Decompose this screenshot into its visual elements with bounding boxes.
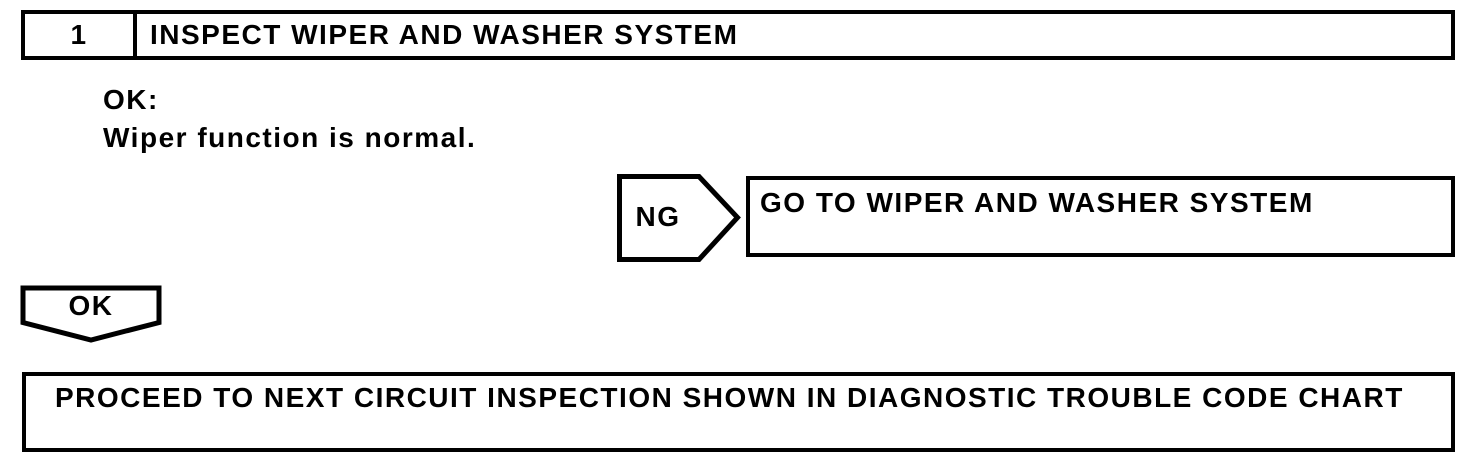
ok-connector-shape [20, 285, 162, 343]
ok-action-text: PROCEED TO NEXT CIRCUIT INSPECTION SHOWN… [55, 382, 1404, 413]
step-header: 1 INSPECT WIPER AND WASHER SYSTEM [21, 10, 1455, 60]
criteria-label: OK: [103, 84, 159, 115]
step-title-cell: INSPECT WIPER AND WASHER SYSTEM [137, 14, 1451, 56]
ok-action-box: PROCEED TO NEXT CIRCUIT INSPECTION SHOWN… [22, 372, 1455, 452]
ng-connector-shape [617, 174, 741, 262]
ok-connector-label: OK [68, 290, 114, 321]
step-title: INSPECT WIPER AND WASHER SYSTEM [150, 19, 739, 50]
criteria-description: Wiper function is normal. [103, 122, 477, 153]
step-number-cell: 1 [25, 14, 137, 56]
ok-connector-label-wrap: OK [20, 287, 162, 325]
ng-connector-label: NG [635, 201, 681, 232]
ok-banner-icon [20, 285, 162, 343]
ng-action-box: GO TO WIPER AND WASHER SYSTEM [746, 176, 1455, 257]
criteria-block: OK: Wiper function is normal. [103, 81, 476, 157]
step-number: 1 [70, 19, 88, 50]
ng-action-text: GO TO WIPER AND WASHER SYSTEM [760, 187, 1314, 218]
ng-connector-label-wrap: NG [617, 174, 699, 260]
ng-arrow-icon [617, 174, 741, 262]
